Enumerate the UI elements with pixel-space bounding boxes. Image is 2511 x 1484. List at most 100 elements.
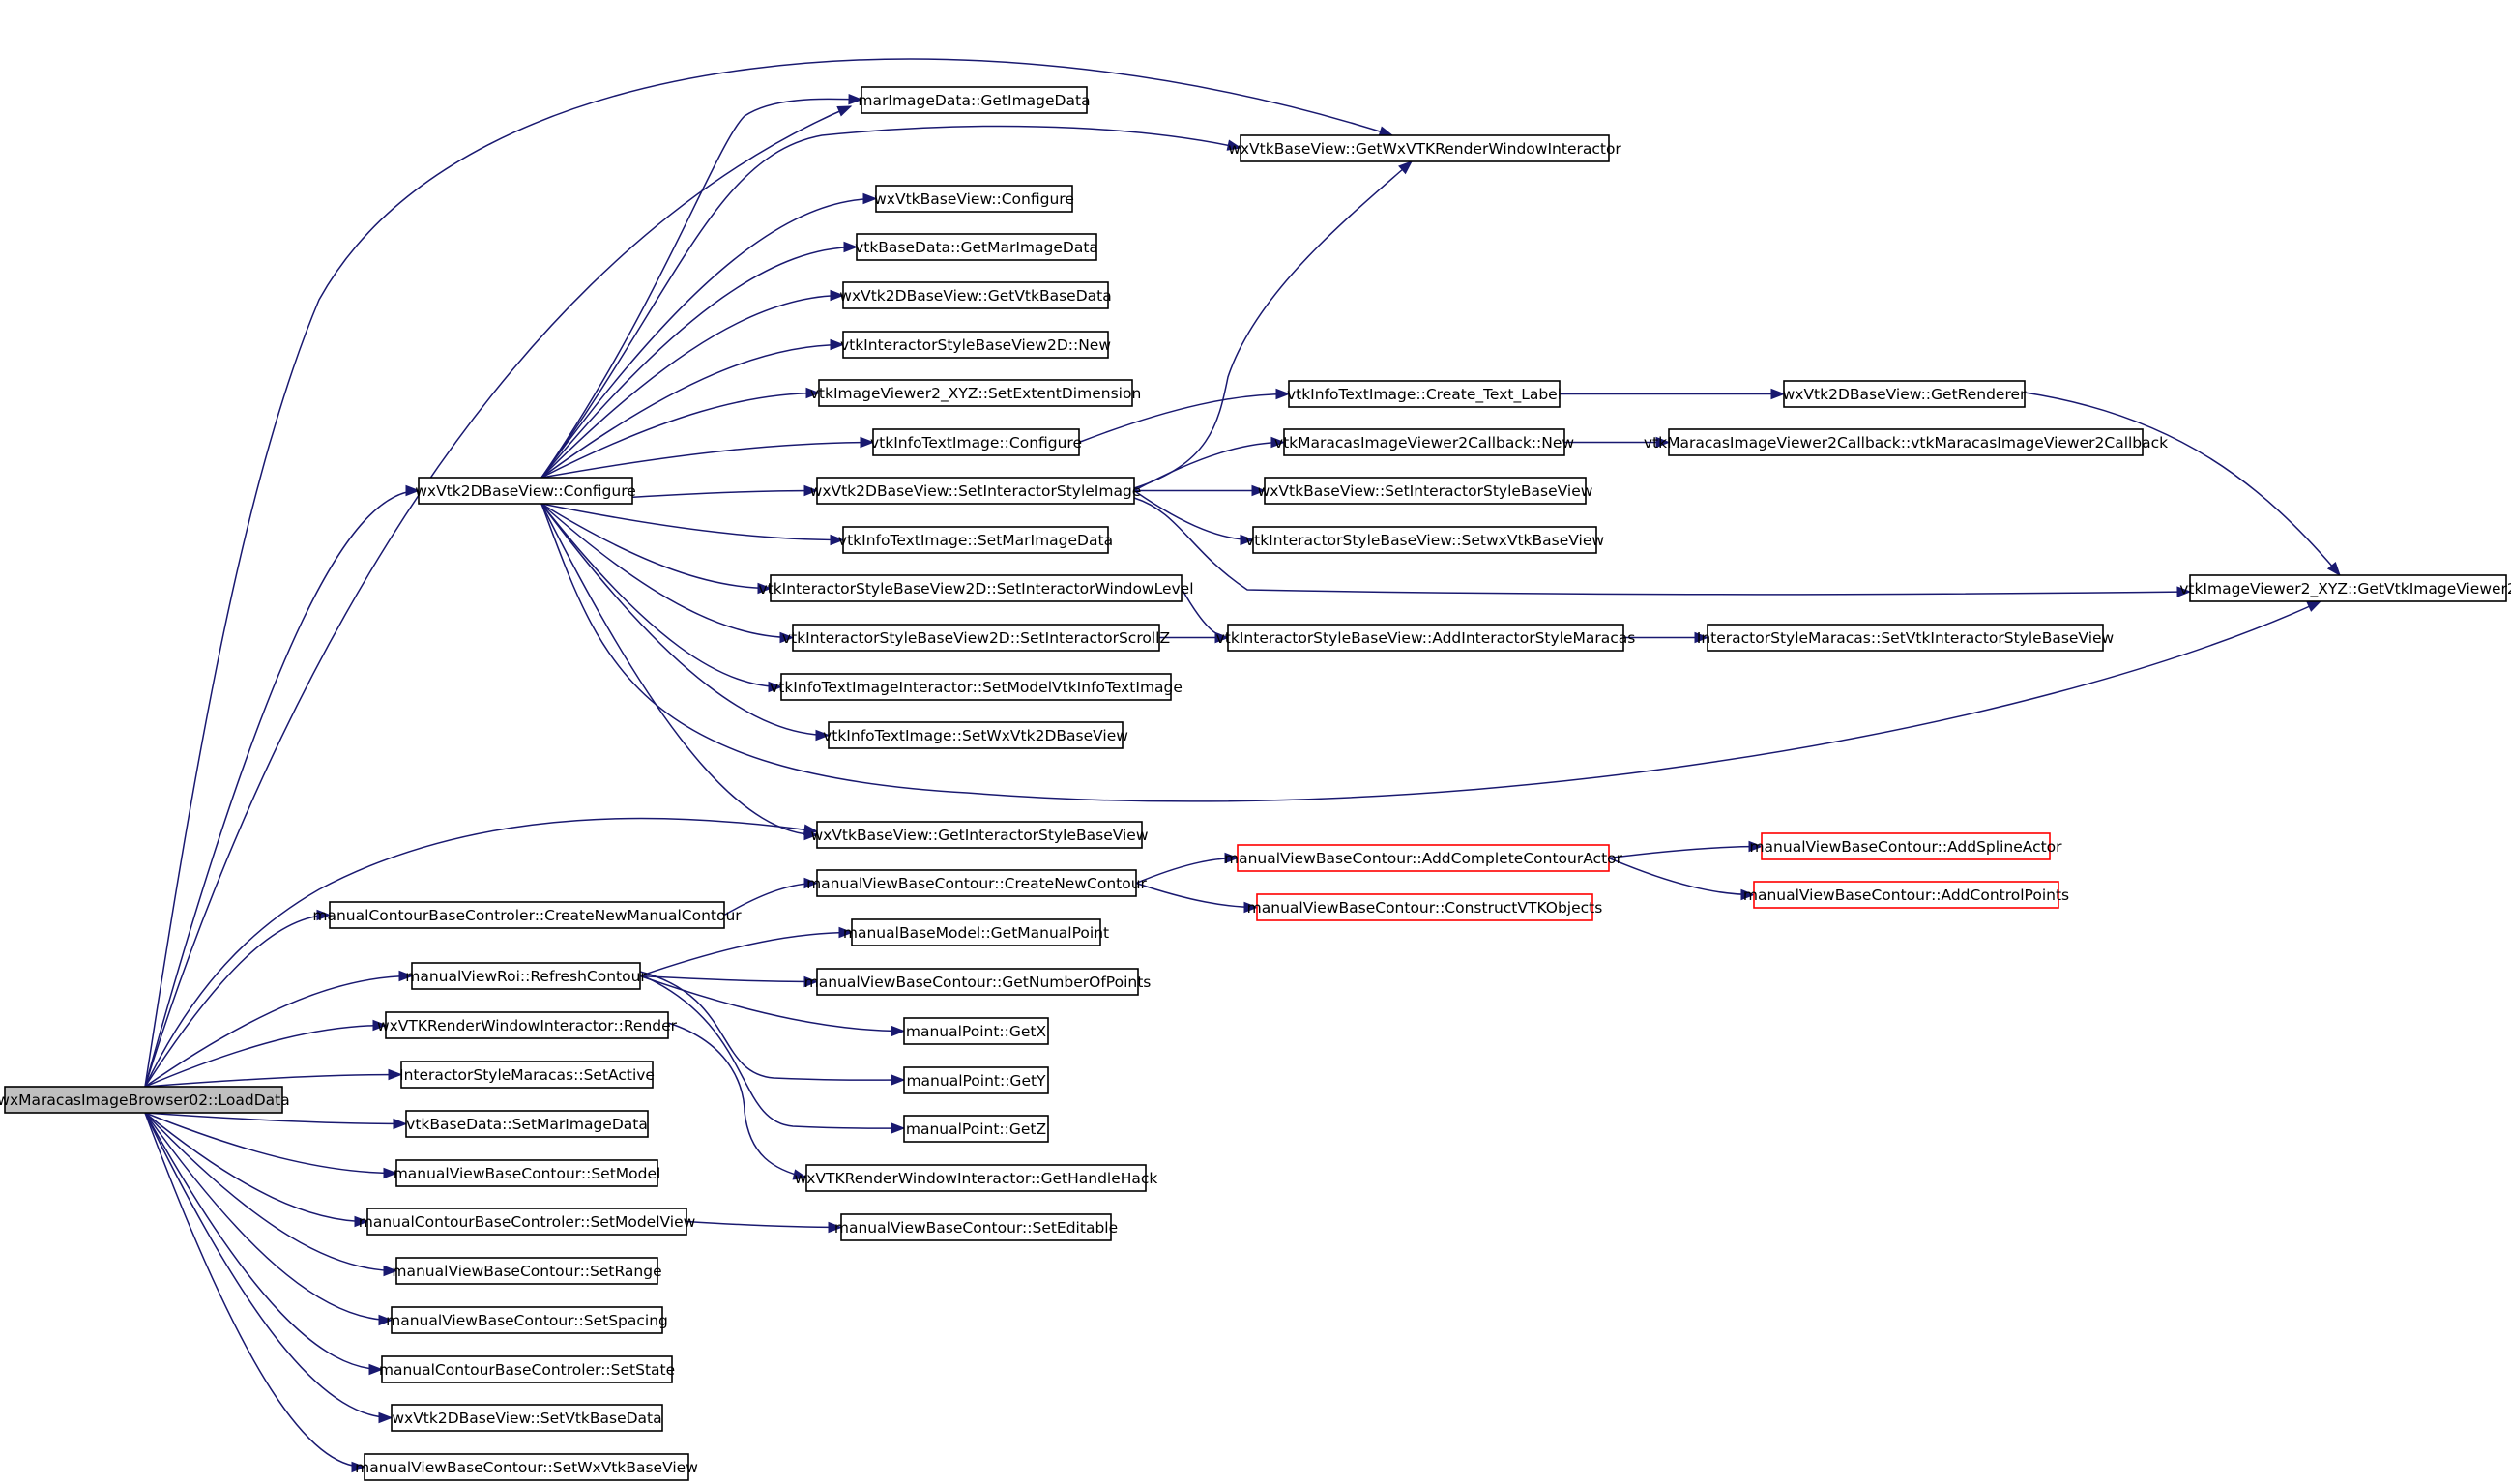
edge-arrowhead <box>757 582 773 595</box>
node-box <box>780 673 1172 701</box>
node-box <box>805 1164 1147 1192</box>
node-box <box>816 821 1143 849</box>
node-createtxt[interactable]: vtkInfoTextImage::Create_Text_Label <box>1287 380 1562 408</box>
node-constructvtk[interactable]: manualViewBaseContour::ConstructVTKObjec… <box>1247 893 1603 921</box>
edge-n_cfg2d-to-n_setextent <box>540 387 821 479</box>
node-label: vtkMaracasImageViewer2Callback::vtkMarac… <box>1644 434 2168 451</box>
node-refresh[interactable]: manualViewRoi::RefreshContour <box>405 962 647 990</box>
node-box <box>395 1257 658 1285</box>
edge-arrowhead <box>860 436 875 449</box>
edge-arrowhead <box>378 1314 394 1326</box>
node-render[interactable]: wxVTKRenderWindowInteractor::Render <box>377 1011 678 1039</box>
node-setisbv[interactable]: wxVtkBaseView::SetInteractorStyleBaseVie… <box>1258 477 1593 505</box>
node-wxvtkcfg[interactable]: wxVtkBaseView::Configure <box>874 185 1074 213</box>
node-box <box>1240 134 1610 162</box>
edge-arrowhead <box>848 93 863 105</box>
node-getz[interactable]: manualPoint::GetZ <box>903 1115 1049 1143</box>
edge-arrowhead <box>1748 840 1764 853</box>
node-box <box>391 1404 663 1432</box>
node-label: vtkImageViewer2_XYZ::GetVtkImageViewer2 <box>2179 580 2511 598</box>
node-setmodel[interactable]: manualViewBaseContour::SetModel <box>394 1159 661 1187</box>
node-ismsetvtk[interactable]: InteractorStyleMaracas::SetVtkInteractor… <box>1697 624 2115 652</box>
node-box <box>792 624 1160 652</box>
node-addspline[interactable]: manualViewBaseContour::AddSplineActor <box>1749 832 2062 860</box>
node-addism[interactable]: vtkInteractorStyleBaseView::AddInteracto… <box>1216 624 1636 652</box>
node-setmarinfo[interactable]: vtkInfoTextImage::SetMarImageData <box>838 526 1113 554</box>
node-box <box>1256 893 1593 921</box>
edge-path <box>540 503 772 590</box>
node-root[interactable]: wxMaracasImageBrowser02::LoadData <box>0 1086 290 1114</box>
node-setstate[interactable]: manualContourBaseControler::SetState <box>379 1355 675 1383</box>
edge-n_refresh-to-n_gety <box>639 971 906 1086</box>
node-gety[interactable]: manualPoint::GetY <box>903 1066 1049 1094</box>
node-createnewc[interactable]: manualViewBaseContour::CreateNewContour <box>806 869 1148 897</box>
node-getnpts[interactable]: manualViewBaseContour::GetNumberOfPoints <box>804 968 1152 996</box>
node-cfg2d[interactable]: wxVtk2DBaseView::Configure <box>415 477 636 505</box>
node-label: wxVtkBaseView::GetWxVTKRenderWindowInter… <box>1228 140 1621 158</box>
node-addcompl[interactable]: manualViewBaseContour::AddCompleteContou… <box>1224 844 1623 872</box>
node-setiwl[interactable]: vtkInteractorStyleBaseView2D::SetInterac… <box>758 574 1194 602</box>
node-setrange[interactable]: manualViewBaseContour::SetRange <box>392 1257 662 1285</box>
node-label: vtkInfoTextImage::Create_Text_Label <box>1287 386 1562 404</box>
node-getvtkbd[interactable]: wxVtk2DBaseView::GetVtkBaseData <box>839 281 1112 309</box>
node-isbv2dnew[interactable]: vtkInteractorStyleBaseView2D::New <box>840 331 1111 359</box>
node-box <box>1753 881 2059 909</box>
node-getisbv[interactable]: wxVtkBaseView::GetInteractorStyleBaseVie… <box>810 821 1149 849</box>
node-getviv2[interactable]: vtkImageViewer2_XYZ::GetVtkImageViewer2 <box>2179 574 2511 602</box>
node-label: wxMaracasImageBrowser02::LoadData <box>0 1091 290 1109</box>
edge-path <box>639 974 905 1129</box>
node-getmp[interactable]: manualBaseModel::GetManualPoint <box>843 918 1109 946</box>
edge-arrowhead <box>843 241 859 253</box>
node-createnewmc[interactable]: manualContourBaseControler::CreateNewMan… <box>312 901 742 929</box>
edge-n_cfg2d-to-n_getwxvtkrwi <box>540 125 1242 479</box>
node-infocfg[interactable]: vtkInfoTextImage::Configure <box>870 428 1082 456</box>
node-box <box>1761 832 2051 860</box>
node-setwxvtkbvc[interactable]: manualViewBaseContour::SetWxVtkBaseView <box>355 1453 698 1481</box>
node-getrenderer[interactable]: wxVtk2DBaseView::GetRenderer <box>1783 380 2027 408</box>
node-label: wxVTKRenderWindowInteractor::Render <box>377 1017 678 1034</box>
node-label: wxVtk2DBaseView::GetRenderer <box>1783 386 2027 403</box>
edge-arrowhead <box>862 192 878 205</box>
node-setactive[interactable]: InteractorStyleMaracas::SetActive <box>399 1061 655 1089</box>
node-setwxvtk2d[interactable]: vtkInfoTextImage::SetWxVtk2DBaseView <box>823 721 1128 749</box>
edge-n_root-to-n_setwxvtkbvc <box>144 1112 366 1473</box>
node-label: InteractorStyleMaracas::SetActive <box>399 1066 655 1084</box>
node-getwxvtkrwi[interactable]: wxVtkBaseView::GetWxVTKRenderWindowInter… <box>1228 134 1621 162</box>
node-getmarimg[interactable]: vtkBaseData::GetMarImageData <box>855 233 1098 261</box>
node-label: wxVtkBaseView::GetInteractorStyleBaseVie… <box>810 827 1148 844</box>
node-label: manualContourBaseControler::SetModelView <box>359 1213 696 1231</box>
node-getx[interactable]: manualPoint::GetX <box>903 1017 1049 1045</box>
node-cbnew[interactable]: vtkMaracasImageViewer2Callback::New <box>1274 428 1575 456</box>
edge-arrowhead <box>351 1461 366 1473</box>
node-box <box>1707 624 2104 652</box>
node-box <box>391 1306 663 1334</box>
node-setspacing[interactable]: manualViewBaseContour::SetSpacing <box>386 1306 668 1334</box>
node-setmarbd[interactable]: vtkBaseData::SetMarImageData <box>405 1110 649 1138</box>
node-box <box>381 1355 673 1383</box>
node-box <box>770 574 1183 602</box>
node-addctrl[interactable]: manualViewBaseContour::AddControlPoints <box>1743 881 2069 909</box>
node-label: manualViewBaseContour::SetWxVtkBaseView <box>355 1459 698 1476</box>
node-gethh[interactable]: wxVTKRenderWindowInteractor::GetHandleHa… <box>795 1164 1158 1192</box>
node-cbctor[interactable]: vtkMaracasImageViewer2Callback::vtkMarac… <box>1644 428 2168 456</box>
edge-n_createnewc-to-n_addcompl <box>1135 852 1240 885</box>
node-box <box>400 1061 654 1089</box>
node-maridata[interactable]: marImageData::GetImageData <box>858 86 1091 114</box>
node-setmodelview[interactable]: manualContourBaseControler::SetModelView <box>359 1208 696 1236</box>
node-setextent[interactable]: vtkImageViewer2_XYZ::SetExtentDimension <box>810 379 1142 407</box>
node-setisi[interactable]: wxVtk2DBaseView::SetInteractorStyleImage <box>810 477 1142 505</box>
node-setmodelvtk[interactable]: vtkInfoTextImageInteractor::SetModelVtkI… <box>770 673 1183 701</box>
node-seteditable[interactable]: manualViewBaseContour::SetEditable <box>834 1213 1118 1241</box>
edge-n_infocfg-to-n_createtxt <box>1078 388 1291 444</box>
edge-n_refresh-to-n_getnpts <box>639 975 819 988</box>
edge-path <box>540 343 844 479</box>
node-box <box>903 1066 1049 1094</box>
node-setisz[interactable]: vtkInteractorStyleBaseView2D::SetInterac… <box>782 624 1170 652</box>
node-setwxvtkbv[interactable]: vtkInteractorStyleBaseView::SetwxVtkBase… <box>1245 526 1604 554</box>
edge-n_root-to-n_setspacing <box>144 1112 394 1326</box>
edge-arrowhead <box>828 1221 843 1234</box>
node-box <box>816 968 1139 996</box>
edge-path <box>540 294 844 479</box>
node-setvtkbd[interactable]: wxVtk2DBaseView::SetVtkBaseData <box>391 1404 663 1432</box>
node-label: wxVtk2DBaseView::SetVtkBaseData <box>392 1410 661 1427</box>
